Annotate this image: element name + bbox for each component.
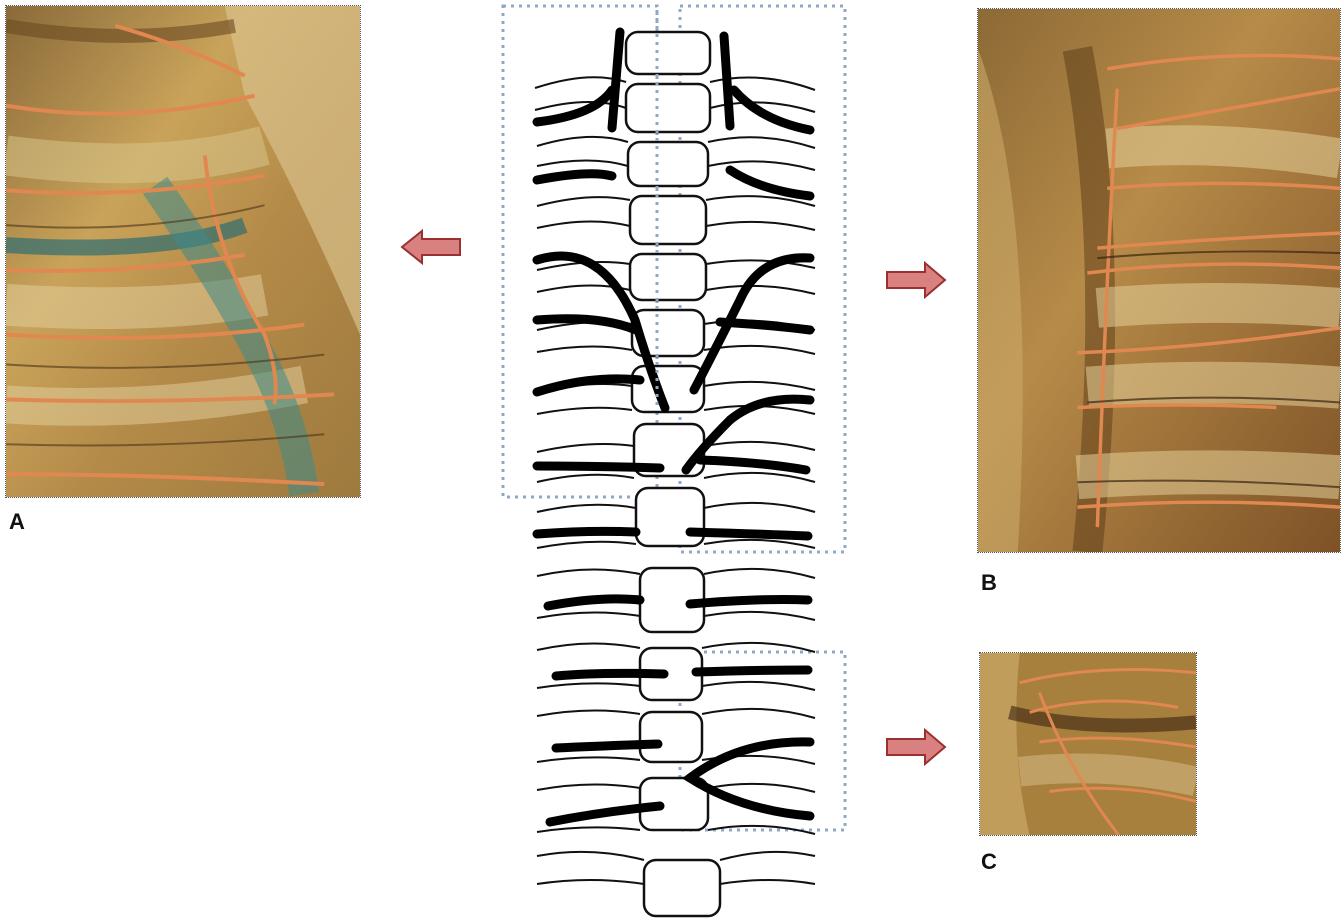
dissection-photo-a [6,6,360,497]
dissection-photo-b [978,9,1340,552]
arrow-left-icon [400,228,462,266]
arrow-right-icon-b [885,260,947,300]
photo-panel-c [979,652,1197,836]
dissection-photo-c [980,653,1196,835]
spine-schematic-diagram [500,0,850,920]
arrow-right-icon-c [885,727,947,767]
photo-panel-b [977,8,1341,553]
panel-label-c: C [981,849,997,875]
frame-region-a [503,6,657,497]
photo-panel-a [5,5,361,498]
panel-label-a: A [9,509,25,535]
panel-label-b: B [981,570,997,596]
